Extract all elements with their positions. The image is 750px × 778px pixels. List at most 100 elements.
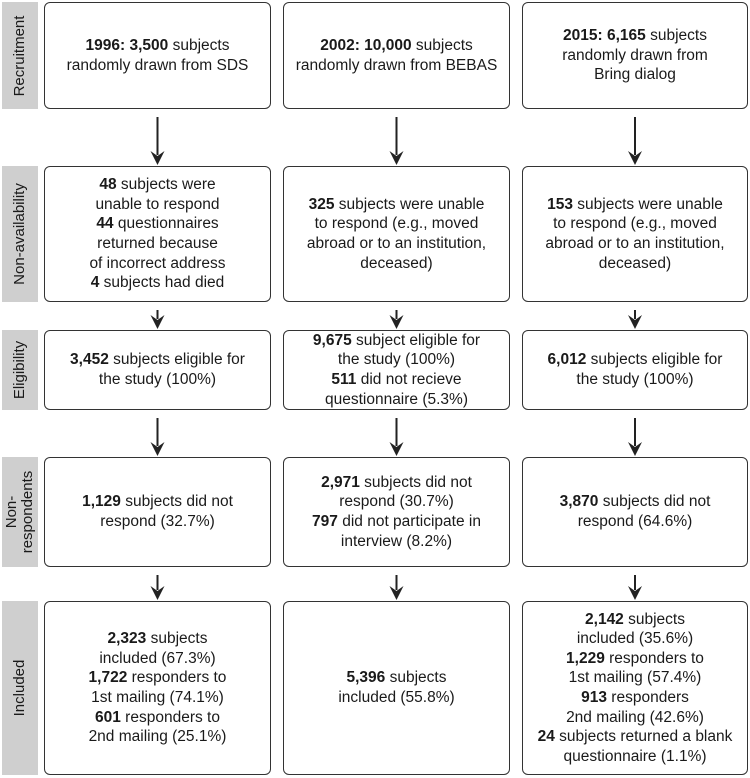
box-text-line: 3,870 subjects did not — [560, 492, 711, 512]
box-text-line: respond (64.6%) — [560, 512, 711, 532]
text-fragment: respond (32.7%) — [100, 513, 215, 530]
stage-label-eligibility: Eligibility — [2, 330, 38, 410]
text-fragment: randomly drawn from SDS — [66, 56, 249, 74]
arrow-2015-non-respondents-to-included — [628, 575, 642, 600]
arrow-1996-non-availability-to-eligibility — [150, 310, 165, 329]
arrow-2002-recruitment-to-non-availability — [389, 117, 404, 165]
arrow-head — [628, 442, 642, 456]
box-text-line: unable to respond — [89, 195, 225, 215]
box-text-line: randomly drawn from — [562, 46, 708, 66]
box-text-line: 2nd mailing (42.6%) — [538, 708, 733, 728]
highlight-number: 2,142 — [585, 610, 624, 628]
highlight-number: 797 — [312, 513, 338, 530]
arrow-head — [389, 151, 404, 165]
arrow-1996-eligibility-to-non-respondents — [150, 418, 165, 456]
box-text-line: the study (100%) — [313, 350, 480, 370]
arrow-2015-eligibility-to-non-respondents — [628, 418, 642, 456]
box-text-line: 797 did not participate in — [312, 512, 481, 532]
box-text-line: included (55.8%) — [338, 688, 454, 708]
box-text-line: 4 subjects had died — [89, 273, 225, 293]
box-text-line: abroad or to an institution, — [307, 234, 486, 254]
text-fragment: randomly drawn from — [562, 46, 708, 64]
highlight-number: 4 — [90, 274, 100, 292]
box-text-line: to respond (e.g., moved — [307, 214, 486, 234]
text-fragment: respond (30.7%) — [339, 493, 454, 511]
text-fragment: 1st mailing (74.1%) — [91, 689, 224, 706]
highlight-number: 511 — [331, 371, 357, 388]
highlight-number: 2,323 — [107, 630, 147, 648]
text-fragment: subjects were unable — [334, 195, 485, 213]
text-fragment: 2nd mailing (42.6%) — [566, 708, 704, 726]
box-text-line: respond (32.7%) — [82, 512, 233, 532]
highlight-number: 2002: 10,000 — [320, 36, 412, 54]
highlight-number: 6,012 — [547, 351, 587, 369]
highlight-number: 1996: 3,500 — [85, 36, 169, 54]
box-text-line: abroad or to an institution, — [545, 234, 724, 254]
text-fragment: the study (100%) — [337, 351, 456, 369]
box-text-line: 6,012 subjects eligible for — [548, 350, 723, 370]
text-fragment: subjects did not — [359, 473, 472, 491]
arrow-2002-non-respondents-to-included — [389, 575, 404, 600]
arrow-head — [150, 315, 165, 329]
box-text-line: 1st mailing (57.4%) — [538, 668, 733, 688]
box-text-line: 2002: 10,000 subjects — [296, 36, 498, 56]
text-fragment: abroad or to an institution, — [306, 235, 487, 252]
stage-label-included: Included — [2, 601, 38, 775]
text-fragment: subjects eligible for — [586, 351, 723, 369]
highlight-number: 9,675 — [312, 331, 352, 349]
text-fragment: did not participate in — [337, 513, 481, 530]
box-text-line: 1,722 responders to — [89, 668, 227, 688]
text-fragment: included (35.6%) — [576, 630, 694, 648]
arrow-2002-non-availability-to-eligibility — [389, 310, 404, 329]
box-text-line: the study (100%) — [548, 370, 723, 390]
box-text-line: questionnaire (1.1%) — [538, 747, 733, 767]
box-text-line: 1996: 3,500 subjects — [67, 36, 249, 56]
text-fragment: responders to — [120, 708, 220, 726]
box-text-line: included (35.6%) — [538, 629, 733, 649]
box-text-line: 2,323 subjects — [89, 629, 227, 649]
box-text-line: 1st mailing (74.1%) — [89, 688, 227, 708]
highlight-number: 2015: 6,165 — [563, 27, 646, 45]
box-text-line: 601 responders to — [89, 708, 227, 728]
box-text-line: to respond (e.g., moved — [545, 214, 724, 234]
text-fragment: randomly drawn from BEBAS — [295, 56, 498, 74]
arrow-head — [628, 151, 642, 165]
highlight-number: 3,452 — [70, 351, 109, 369]
text-fragment: unable to respond — [95, 195, 220, 213]
box-text-line: of incorrect address — [89, 254, 225, 274]
text-fragment: subjects — [385, 669, 447, 687]
arrow-head — [628, 586, 642, 600]
box-text-line: 913 responders — [538, 688, 733, 708]
text-fragment: subjects — [623, 610, 685, 628]
box-text-line: respond (30.7%) — [312, 492, 481, 512]
text-fragment: included (55.8%) — [338, 689, 455, 706]
highlight-number: 913 — [581, 689, 607, 706]
text-fragment: subjects — [645, 27, 707, 45]
text-fragment: returned because — [97, 235, 218, 252]
text-fragment: questionnaire (5.3%) — [324, 390, 468, 408]
text-fragment: did not recieve — [356, 371, 462, 388]
highlight-number: 153 — [547, 195, 573, 213]
arrow-head — [628, 315, 642, 329]
highlight-number: 48 — [99, 176, 117, 194]
text-fragment: subjects — [411, 36, 473, 54]
highlight-number: 24 — [537, 728, 555, 746]
box-text-line: 3,452 subjects eligible for — [70, 350, 245, 370]
highlight-number: 1,229 — [566, 649, 605, 667]
highlight-number: 1,129 — [82, 493, 121, 511]
text-fragment: subjects were — [116, 176, 216, 194]
text-fragment: questionnaires — [113, 215, 219, 233]
